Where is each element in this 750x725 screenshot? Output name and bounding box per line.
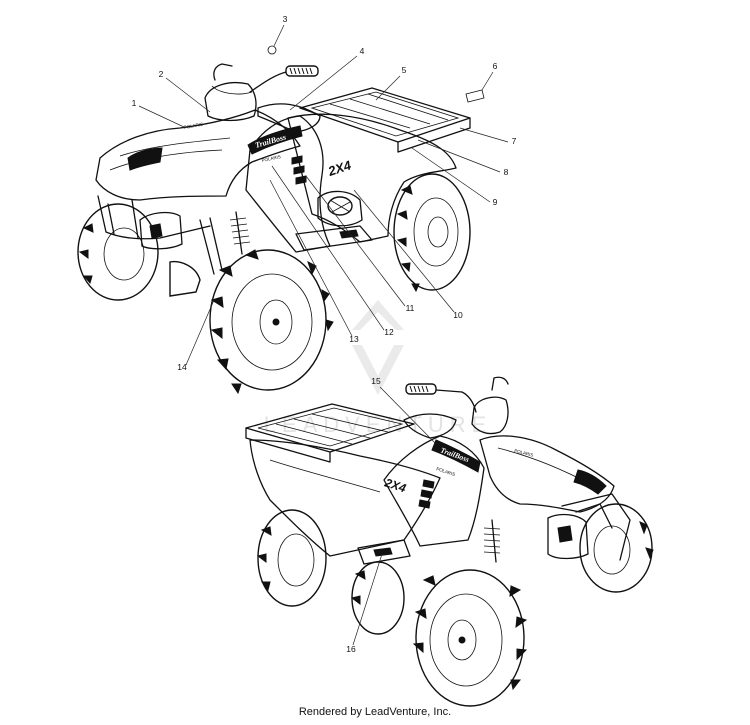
svg-text:3: 3: [283, 14, 288, 24]
handlebar-pod: [204, 82, 257, 122]
brand-decal-side: POLARIS: [261, 154, 281, 163]
callout-3: 3: [273, 14, 288, 47]
grille-vent-2: [573, 469, 607, 495]
front-shock: [229, 211, 251, 255]
callout-12: 12: [271, 165, 394, 337]
svg-text:12: 12: [384, 327, 394, 337]
svg-text:16: 16: [346, 644, 356, 654]
svg-text:6: 6: [493, 61, 498, 71]
svg-text:8: 8: [504, 167, 509, 177]
front-shock-2: [483, 519, 501, 563]
svg-text:1: 1: [132, 98, 137, 108]
front-near-tire: [412, 569, 528, 707]
callout-6: 6: [465, 61, 498, 103]
footer-credit: Rendered by LeadVenture, Inc.: [298, 706, 452, 718]
callout-13: 13: [269, 179, 359, 344]
svg-text:11: 11: [406, 303, 415, 313]
svg-text:9: 9: [493, 197, 498, 207]
svg-text:15: 15: [371, 376, 381, 386]
rear-right-tire: [393, 173, 471, 293]
svg-text:4: 4: [360, 46, 365, 56]
front-fender: [95, 109, 301, 201]
svg-text:5: 5: [402, 65, 407, 75]
rear-left-tire-partial: [169, 260, 201, 297]
grille-vent: [127, 147, 163, 171]
decal-sheet-6: [465, 89, 485, 103]
atv-rear-view: TrailBoss POLARIS POLARIS 2X4: [245, 376, 654, 707]
callout-2: 2: [159, 69, 211, 113]
engine: [317, 190, 363, 227]
front-far-tire: [579, 503, 654, 593]
callout-1: 1: [132, 98, 187, 129]
side-panel-2: [383, 435, 485, 547]
front-bumper-2: [547, 493, 631, 561]
front-fender-2: [479, 435, 615, 513]
svg-text:14: 14: [177, 362, 187, 372]
svg-text:13: 13: [349, 334, 359, 344]
brand-decal-hood: POLARIS: [183, 122, 203, 130]
stripe-decal: [291, 155, 307, 185]
leadventure-watermark: LEADVENTURE: [264, 300, 493, 437]
footwell-2: [357, 539, 411, 565]
callout-11: 11: [305, 175, 415, 313]
brand-decal-side-2: POLARIS: [436, 466, 456, 477]
rear-far-tire: [256, 509, 327, 607]
handlebars-2: [405, 376, 509, 435]
svg-text:10: 10: [453, 310, 463, 320]
callout-4: 4: [289, 46, 365, 111]
callout-9: 9: [411, 147, 498, 207]
front-bumper: [97, 195, 223, 275]
svg-text:2: 2: [159, 69, 164, 79]
seat: [257, 103, 321, 133]
stripe-decal-2: [418, 479, 435, 509]
atv-front-view: TrailBoss POLARIS POLARIS 2X4: [77, 45, 471, 395]
headlight: [139, 211, 183, 250]
model-decal: 2X4: [325, 157, 353, 179]
rear-near-tire: [350, 561, 405, 635]
brand-decal-hood-2: POLARIS: [514, 448, 534, 458]
svg-text:7: 7: [512, 136, 517, 146]
callout-8: 8: [417, 139, 509, 177]
callouts: 1 2 3 4 5 6 7 8: [132, 14, 517, 654]
seat-2: [403, 413, 457, 439]
rear-fender: [287, 113, 457, 243]
model-decal-2: 2X4: [382, 475, 408, 495]
watermark-text: LEADVENTURE: [264, 412, 493, 437]
rear-rack: [299, 87, 471, 153]
callout-10: 10: [353, 189, 463, 320]
callout-5: 5: [375, 65, 407, 101]
handlebars: [213, 45, 319, 93]
callout-14: 14: [177, 299, 215, 372]
front-left-tire: [209, 249, 334, 395]
callout-15: 15: [371, 376, 437, 445]
front-right-tire: [77, 203, 159, 301]
callout-7: 7: [459, 127, 517, 146]
side-panel: [245, 115, 331, 253]
footwell: [295, 225, 373, 251]
callout-16: 16: [346, 553, 383, 654]
